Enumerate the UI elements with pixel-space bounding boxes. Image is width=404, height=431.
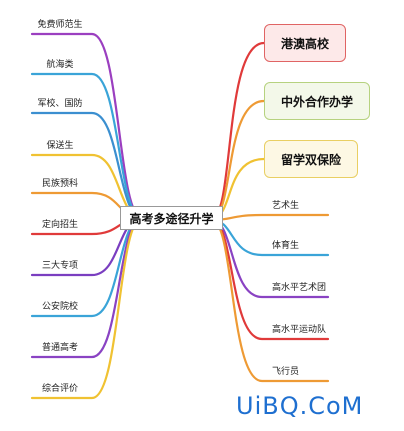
left-branch-label[interactable]: 民族预科	[41, 179, 78, 189]
central-topic[interactable]: 高考多途径升学	[120, 206, 223, 230]
right-branch-connector	[210, 218, 330, 257]
right-branch-label[interactable]: 艺术生	[272, 201, 300, 211]
left-branch-label[interactable]: 普通高考	[41, 343, 78, 353]
right-branch-label[interactable]: 飞行员	[272, 367, 300, 377]
left-branch-label[interactable]: 公安院校	[41, 302, 78, 312]
left-branch-label[interactable]: 军校、国防	[37, 99, 83, 109]
topic-sino-foreign-cooperation[interactable]: 中外合作办学	[264, 82, 370, 120]
left-branch-label[interactable]: 三大专项	[41, 261, 78, 271]
left-branch-label[interactable]: 保送生	[46, 141, 74, 151]
left-branch-label[interactable]: 免费师范生	[37, 20, 83, 30]
right-branch-label[interactable]: 体育生	[272, 241, 300, 251]
left-branch-label[interactable]: 航海类	[46, 60, 74, 70]
topic-study-abroad-double-insurance[interactable]: 留学双保险	[264, 140, 358, 178]
left-branch-label[interactable]: 综合评价	[41, 384, 78, 394]
right-branch-label[interactable]: 高水平艺术团	[272, 283, 327, 293]
left-branch-label[interactable]: 定向招生	[41, 220, 78, 230]
site-watermark-logo: UiBQ.CoM	[236, 392, 364, 420]
right-branch-connector	[210, 213, 330, 222]
topic-hk-macau-universities[interactable]: 港澳高校	[264, 24, 346, 62]
right-branch-label[interactable]: 高水平运动队	[272, 325, 327, 335]
